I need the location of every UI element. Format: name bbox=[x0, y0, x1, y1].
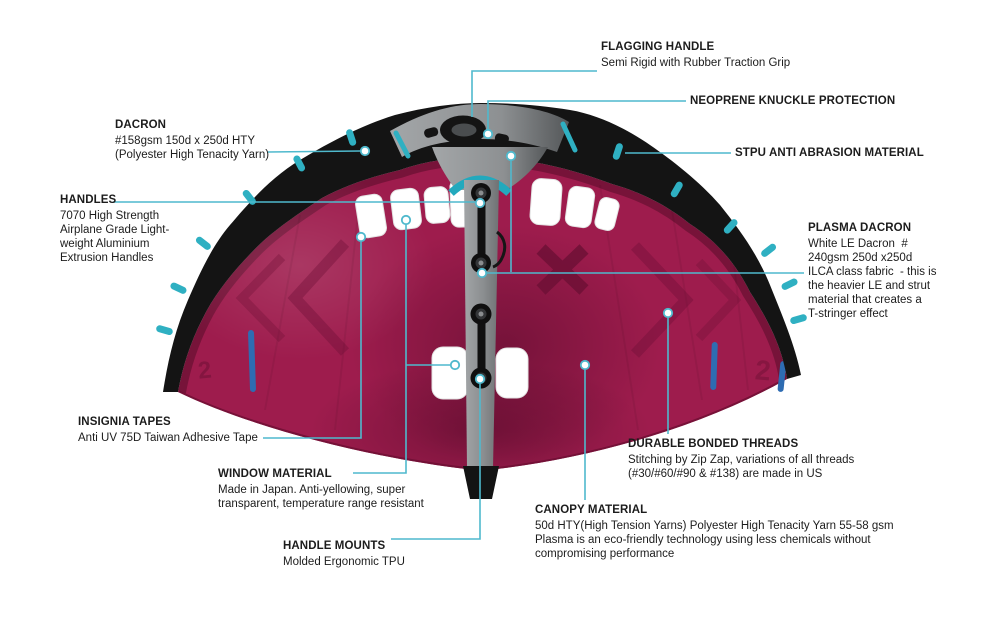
strut-teal-arc bbox=[448, 175, 512, 197]
callout-title: DURABLE BONDED THREADS bbox=[628, 438, 799, 450]
leading-edge-tube bbox=[163, 103, 801, 392]
teal-tab bbox=[723, 219, 738, 234]
leader-line-handle-mounts bbox=[391, 384, 481, 540]
callout-stpu-anti-abrasion: STPU ANTI ABRASION MATERIAL bbox=[735, 146, 924, 160]
callout-body: Made in Japan. Anti-yellowing, super tra… bbox=[218, 484, 424, 510]
callout-title: STPU ANTI ABRASION MATERIAL bbox=[735, 147, 924, 159]
window-panel bbox=[355, 193, 387, 239]
leader-endpoint-dot bbox=[662, 307, 674, 319]
teal-tab bbox=[670, 181, 683, 198]
callout-title: CANOPY MATERIAL bbox=[535, 504, 648, 516]
teal-tab bbox=[170, 282, 187, 294]
callout-body: 7070 High Strength Airplane Grade Light-… bbox=[60, 210, 170, 264]
teal-tab bbox=[781, 278, 798, 290]
callout-body: White LE Dacron # 240gsm 250d x250d ILCA… bbox=[808, 238, 937, 320]
callout-insignia-tapes: INSIGNIA TAPES Anti UV 75D Taiwan Adhesi… bbox=[78, 415, 258, 445]
callout-title: INSIGNIA TAPES bbox=[78, 416, 171, 428]
leader-line-dacron bbox=[267, 150, 361, 153]
window-panel bbox=[423, 186, 451, 224]
leader-endpoints bbox=[355, 128, 674, 385]
watermark-number: 2 bbox=[197, 357, 213, 385]
callout-title: HANDLES bbox=[60, 194, 117, 206]
handle-nub bbox=[424, 127, 439, 138]
strut-end-cap bbox=[463, 466, 499, 499]
callout-title: NEOPRENE KNUCKLE PROTECTION bbox=[690, 95, 896, 107]
callout-body: Anti UV 75D Taiwan Adhesive Tape bbox=[78, 432, 258, 444]
window-panel bbox=[390, 187, 422, 231]
flagging-handle-hole bbox=[451, 123, 477, 137]
callout-window-material: WINDOW MATERIAL Made in Japan. Anti-yell… bbox=[218, 467, 424, 511]
leader-endpoint-dot bbox=[355, 231, 367, 243]
window-panel bbox=[594, 197, 620, 231]
teal-tab bbox=[612, 143, 623, 160]
callout-body: Semi Rigid with Rubber Traction Grip bbox=[601, 57, 791, 69]
handle-mount bbox=[471, 183, 491, 203]
callout-body: Molded Ergonomic TPU bbox=[283, 556, 405, 568]
leader-endpoint-dot bbox=[505, 150, 517, 162]
callout-body: #158gsm 150d x 250d HTY (Polyester High … bbox=[115, 135, 270, 161]
teal-tab bbox=[195, 236, 211, 250]
callout-flagging-handle: FLAGGING HANDLE Semi Rigid with Rubber T… bbox=[601, 40, 790, 70]
callout-title: FLAGGING HANDLE bbox=[601, 41, 715, 53]
leader-endpoint-dot bbox=[482, 128, 494, 140]
handle-bar bbox=[477, 196, 486, 260]
strut-strap bbox=[492, 230, 507, 269]
callout-title: WINDOW MATERIAL bbox=[218, 468, 332, 480]
callout-title: DACRON bbox=[115, 119, 167, 131]
window-panel bbox=[529, 178, 563, 226]
flagging-handle bbox=[424, 115, 509, 145]
leader-endpoint-dot bbox=[474, 373, 486, 385]
leader-endpoint-dot bbox=[400, 214, 412, 226]
callout-dacron: DACRON #158gsm 150d x 250d HTY (Polyeste… bbox=[115, 118, 269, 162]
callout-title: PLASMA DACRON bbox=[808, 222, 912, 234]
handle-bar bbox=[477, 318, 486, 376]
callout-durable-bonded-threads: DURABLE BONDED THREADS Stitching by Zip … bbox=[628, 437, 854, 481]
teal-tab bbox=[156, 325, 173, 336]
leader-endpoint-dot bbox=[476, 267, 488, 279]
teal-tab bbox=[242, 189, 256, 205]
callout-plasma-dacron: PLASMA DACRON White LE Dacron # 240gsm 2… bbox=[808, 221, 958, 321]
leader-line-flagging-handle bbox=[471, 70, 597, 117]
callout-neoprene-knuckle-protection: NEOPRENE KNUCKLE PROTECTION bbox=[690, 94, 895, 108]
callout-body: Stitching by Zip Zap, variations of all … bbox=[628, 454, 855, 480]
callout-handles: HANDLES 7070 High Strength Airplane Grad… bbox=[60, 193, 169, 265]
leader-endpoint-dot bbox=[449, 359, 461, 371]
teal-tab bbox=[790, 314, 807, 325]
leader-endpoint-dot bbox=[359, 145, 371, 157]
strut-junction bbox=[432, 147, 548, 190]
leading-edge-tabs bbox=[156, 129, 807, 336]
handle-nub bbox=[494, 133, 509, 144]
callout-body: 50d HTY(High Tension Yarns) Polyester Hi… bbox=[535, 520, 894, 560]
leader-endpoint-dot bbox=[474, 197, 486, 209]
handle-mount bbox=[471, 253, 491, 273]
watermark-number: 2 bbox=[754, 354, 772, 386]
leader-endpoint-dot bbox=[579, 359, 591, 371]
leader-line-window-material bbox=[353, 225, 407, 474]
window-panel bbox=[431, 346, 469, 400]
teal-accent bbox=[393, 130, 411, 159]
canopy-watermark bbox=[235, 239, 742, 358]
window-panel bbox=[564, 185, 596, 229]
patch-teal-marks bbox=[393, 121, 578, 159]
callout-canopy-material: CANOPY MATERIAL 50d HTY(High Tension Yar… bbox=[535, 503, 894, 561]
handle-mount bbox=[470, 303, 492, 325]
leader-line-insignia-tapes bbox=[263, 242, 362, 439]
callout-handle-mounts: HANDLE MOUNTS Molded Ergonomic TPU bbox=[283, 539, 405, 569]
trailing-edge bbox=[178, 377, 787, 469]
callout-title: HANDLE MOUNTS bbox=[283, 540, 386, 552]
teal-tab bbox=[761, 243, 777, 257]
teal-accent bbox=[560, 121, 578, 153]
batten bbox=[248, 330, 256, 392]
brand-x-logo-icon bbox=[536, 244, 589, 295]
leader-lines bbox=[113, 70, 804, 540]
leader-line-neoprene bbox=[487, 100, 686, 130]
teal-tab bbox=[346, 129, 357, 146]
teal-tab bbox=[293, 155, 306, 172]
strut-handles bbox=[470, 183, 492, 389]
batten bbox=[777, 361, 787, 392]
window-panel bbox=[495, 347, 529, 399]
batten bbox=[710, 342, 718, 390]
windows bbox=[355, 178, 620, 400]
